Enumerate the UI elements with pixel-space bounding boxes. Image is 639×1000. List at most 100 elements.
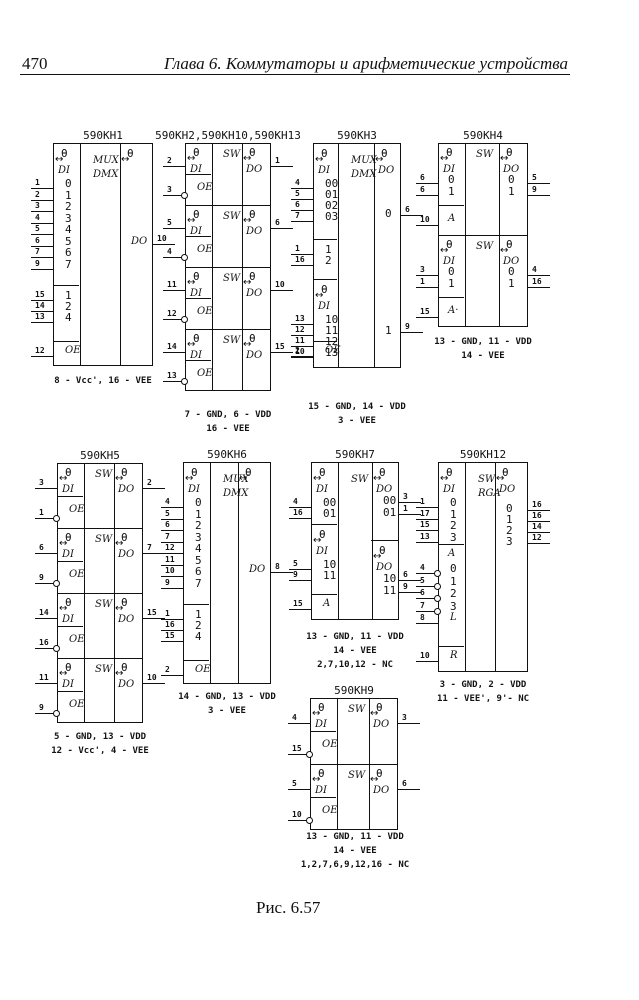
chip-title: 590KH5	[80, 449, 120, 462]
pin-number: 5	[165, 508, 170, 518]
inversion-bubble-icon	[181, 316, 188, 323]
bidirectional-arrow-icon: ↔	[440, 473, 449, 484]
di-label: DI	[443, 164, 455, 175]
theta-symbol: θ	[193, 270, 200, 283]
bidirectional-arrow-icon: ↔	[315, 290, 324, 301]
function-label: DMX	[351, 169, 377, 180]
oe-label: OE	[69, 698, 85, 710]
input-label: 1	[65, 188, 72, 202]
pin-number: 1	[275, 156, 280, 165]
output-label: 1	[508, 277, 515, 290]
input-label: 1	[195, 608, 202, 621]
oe-label: OE	[197, 306, 213, 317]
pin-number: 2	[165, 665, 170, 674]
pin-number: 1	[165, 609, 170, 618]
address-label: A	[448, 548, 456, 559]
oe-label: OE	[322, 805, 338, 816]
chip-body	[438, 462, 528, 672]
input-label: 0	[65, 177, 72, 190]
di-label: DI	[62, 549, 74, 560]
pin-line	[289, 507, 311, 508]
switch-label: SW	[348, 770, 366, 781]
pin-line	[35, 583, 57, 584]
bidirectional-arrow-icon: ↔	[115, 538, 124, 549]
column-divider	[338, 463, 339, 619]
pin-line	[528, 195, 550, 196]
input-label: 1	[448, 277, 455, 290]
chip-title: 590KH6	[207, 448, 247, 461]
theta-symbol: θ	[376, 701, 383, 714]
pin-line	[416, 530, 438, 531]
pin-number: 12	[35, 346, 45, 355]
pin-number: 16	[532, 511, 542, 520]
pin-line	[528, 510, 550, 511]
pin-line	[399, 514, 421, 515]
output-label: 10	[383, 572, 397, 585]
pin-line	[143, 487, 165, 489]
bidirectional-arrow-icon: ↔	[313, 473, 322, 484]
select-label: A·	[448, 305, 459, 316]
pin-line	[288, 723, 310, 724]
inversion-bubble-icon	[434, 582, 441, 590]
inversion-bubble-icon	[434, 570, 441, 577]
power-pins-note: 8 - Vcc', 16 - VEE	[54, 376, 152, 386]
input-label: 7	[65, 257, 72, 271]
output-label: DO	[131, 236, 148, 247]
page-number: 470	[22, 54, 48, 73]
input-label: 6	[65, 246, 72, 259]
pin-number: 2	[167, 156, 172, 165]
theta-symbol: θ	[318, 701, 325, 714]
di-label: DI	[316, 546, 328, 557]
section-divider	[311, 594, 337, 595]
pin-number: 16	[295, 255, 305, 264]
section-divider	[53, 341, 79, 342]
theta-symbol: θ	[65, 661, 72, 674]
pin-number: 10	[292, 810, 302, 819]
pin-number: 1	[420, 277, 425, 286]
input-label: R	[450, 650, 458, 661]
pin-number: 3	[167, 185, 172, 194]
theta-symbol: θ	[379, 544, 386, 557]
pin-line	[271, 166, 293, 167]
channel-divider	[57, 593, 143, 594]
power-pins-note: 7 - GND, 6 - VDD	[184, 410, 272, 420]
pin-line	[288, 754, 310, 755]
pin-number: 11	[39, 672, 49, 682]
bidirectional-arrow-icon: ↔	[370, 708, 379, 719]
theta-symbol: θ	[446, 466, 453, 479]
do-label: DO	[246, 288, 263, 299]
chip-title: 590KH2,590KH10,590KH13	[155, 129, 301, 142]
pin-number: 12	[165, 543, 175, 552]
pin-number: 6	[420, 185, 425, 194]
chip-title: 590KH4	[463, 129, 503, 142]
theta-symbol: θ	[191, 466, 198, 479]
theta-symbol: θ	[65, 466, 72, 479]
power-pins-note: 1,2,7,6,9,12,16 - NC	[300, 860, 410, 870]
input-label: L	[450, 612, 457, 623]
input-label: OE	[195, 664, 211, 675]
column-divider	[374, 144, 375, 367]
pin-line	[31, 245, 53, 247]
section-divider	[183, 660, 209, 661]
theta-symbol: θ	[193, 208, 200, 221]
input-label: 00	[325, 177, 339, 190]
theta-symbol: θ	[376, 767, 383, 780]
section-divider	[53, 285, 79, 286]
theta-symbol: θ	[245, 466, 252, 479]
running-title: Глава 6. Коммутаторы и арифметические ус…	[164, 54, 568, 73]
function-label: SW	[478, 474, 496, 485]
chip-title: 590KH3	[337, 129, 377, 142]
pin-line	[291, 335, 313, 336]
do-label: DO	[118, 614, 135, 625]
pin-line	[288, 820, 310, 821]
function-label: MUX	[93, 155, 119, 166]
column-divider	[210, 463, 211, 683]
input-label: 2	[450, 519, 457, 532]
pin-number: 5	[35, 224, 40, 233]
di-label: DI	[190, 350, 202, 361]
power-pins-note: 3 - GND, 2 - VDD	[439, 680, 527, 690]
di-label: DI	[318, 165, 330, 176]
pin-line	[163, 166, 185, 167]
output-label: 0	[506, 502, 513, 515]
di-label: DI	[315, 785, 327, 796]
